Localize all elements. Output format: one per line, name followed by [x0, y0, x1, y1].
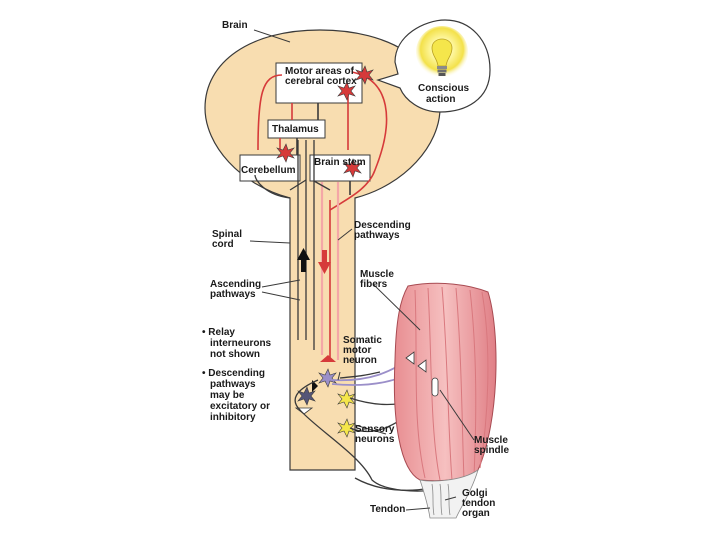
- label-golgi: Golgi: [462, 488, 488, 499]
- note-relay-3: not shown: [210, 349, 260, 360]
- golgi-tendon-organ-icon: [431, 483, 451, 516]
- leader-lines: [249, 29, 475, 511]
- label-motor: motor: [343, 345, 372, 356]
- label-organ: organ: [462, 508, 490, 519]
- label-ascending-pathways: pathways: [210, 289, 256, 300]
- label-conscious: Conscious: [418, 83, 470, 94]
- note-desc-4: excitatory or: [210, 401, 271, 412]
- note-desc-1: • Descending: [202, 368, 265, 379]
- label-neuron: neuron: [343, 355, 377, 366]
- motor-end-plate-icon: [405, 351, 415, 365]
- brain-pathways: [257, 71, 388, 211]
- descending-arrow-icon: [318, 250, 331, 274]
- label-descending-pathways: pathways: [354, 230, 400, 241]
- label-neurons: neurons: [355, 434, 395, 445]
- label-action: action: [426, 94, 456, 105]
- motor-end-plate-icon: [417, 359, 427, 373]
- label-tendon-line: tendon: [462, 498, 496, 509]
- note-relay-1: • Relay: [202, 327, 235, 338]
- label-descending: Descending: [354, 220, 411, 231]
- label-brain-stem: Brain stem: [314, 157, 366, 168]
- brain-stem-box: [309, 154, 371, 182]
- label-tendon: Tendon: [370, 504, 406, 515]
- note-desc-3: may be: [210, 390, 245, 401]
- label-motor-cortex-1: Motor areas of: [285, 66, 354, 77]
- lightbulb-icon: [431, 38, 453, 76]
- label-cerebellum: Cerebellum: [241, 165, 296, 176]
- label-motor-cortex-2: cerebral cortex: [285, 76, 357, 87]
- label-thalamus: Thalamus: [272, 124, 319, 135]
- note-desc-2: pathways: [210, 379, 256, 390]
- label-muscle-fibers-2: fibers: [360, 279, 388, 290]
- neuron-cells: [276, 65, 374, 438]
- label-spinal: Spinal: [212, 229, 243, 240]
- ascending-arrow-icon: [297, 248, 310, 272]
- label-cord: cord: [212, 239, 234, 250]
- label-sensory: Sensory: [355, 424, 395, 435]
- label-muscle-spindle-2: spindle: [474, 445, 510, 456]
- cerebellum-box: [239, 154, 301, 182]
- note-relay-2: interneurons: [210, 338, 272, 349]
- label-brain: Brain: [222, 20, 248, 31]
- label-ascending: Ascending: [210, 279, 262, 290]
- label-muscle-fibers-1: Muscle: [360, 269, 394, 280]
- note-desc-5: inhibitory: [210, 412, 256, 423]
- label-muscle-spindle-1: Muscle: [474, 435, 508, 446]
- muscle-spindle-icon: [431, 377, 439, 397]
- label-somatic: Somatic: [343, 335, 382, 346]
- synapse-terminals: [294, 355, 336, 415]
